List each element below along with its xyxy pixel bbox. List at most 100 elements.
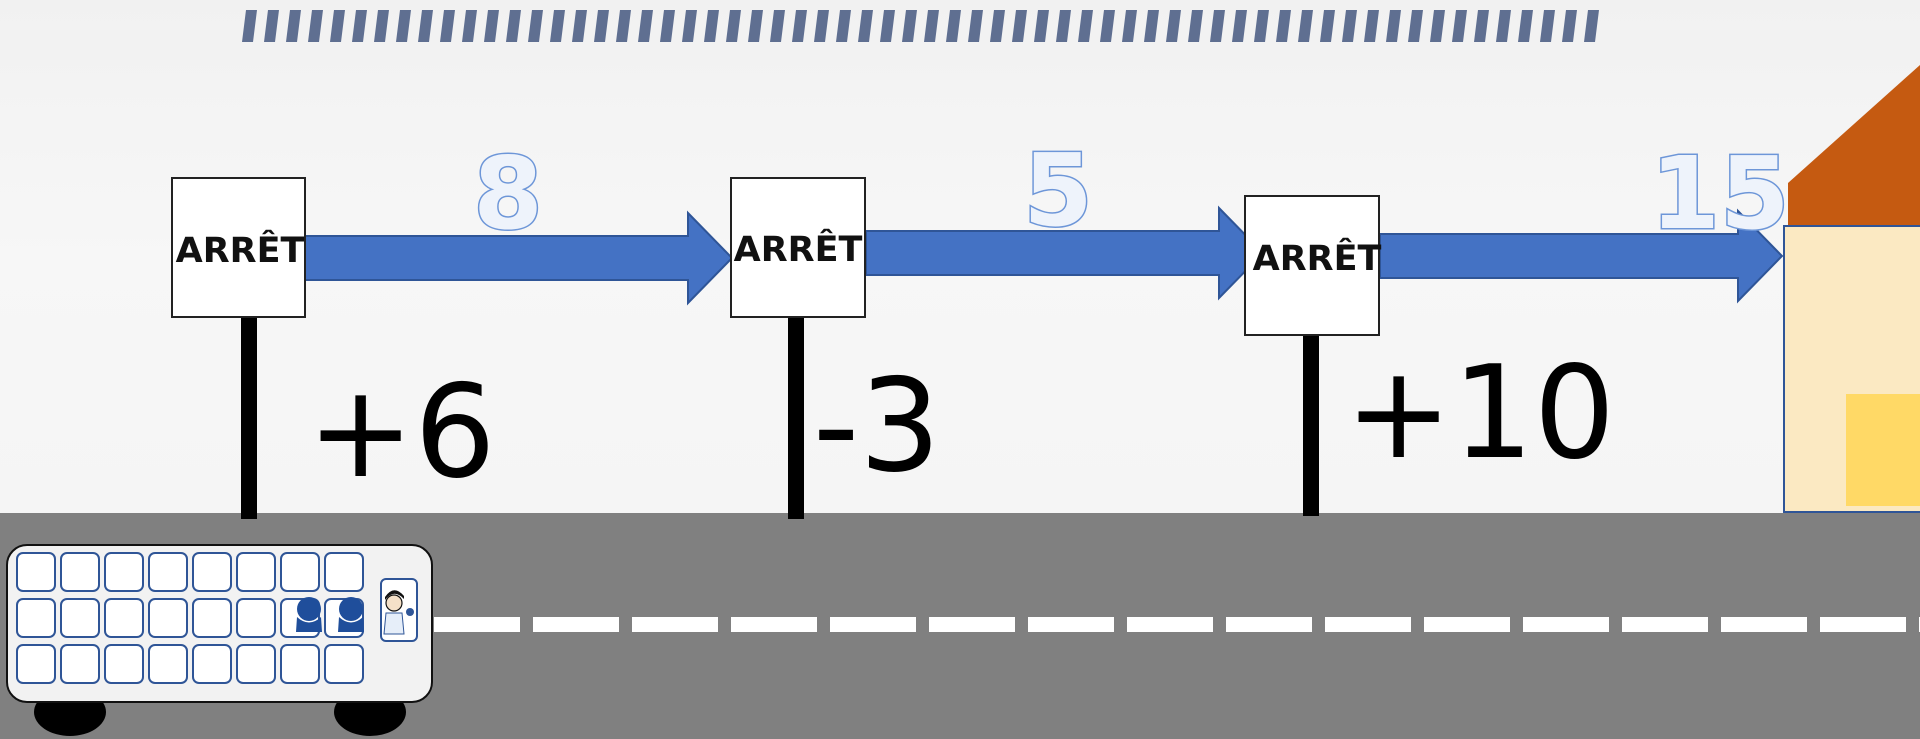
passenger-silhouette-icon (296, 597, 322, 632)
lane-dash (1424, 617, 1510, 632)
stripe (704, 10, 719, 42)
stripe (1518, 10, 1533, 42)
bus-seat (60, 598, 100, 638)
stripe (1012, 10, 1027, 42)
passenger-count-label: 5 (1023, 132, 1093, 249)
stripe (528, 10, 543, 42)
bus-seat (16, 644, 56, 684)
bus-seat (280, 552, 320, 592)
bus-stop-3: ARRÊT +10 (1244, 195, 1615, 516)
bus-seat (280, 644, 320, 684)
stripe (902, 10, 917, 42)
stripe (374, 10, 389, 42)
stripe (880, 10, 895, 42)
lane-dash (830, 617, 916, 632)
bus-seat (192, 644, 232, 684)
passenger-count-label: 15 (1650, 135, 1789, 252)
lane-dash (632, 617, 718, 632)
stripe (484, 10, 499, 42)
arrow-right-icon (299, 210, 734, 306)
stripe (946, 10, 961, 42)
bus-seat (60, 644, 100, 684)
bus-seat (148, 552, 188, 592)
stripe (1254, 10, 1269, 42)
passenger-count-label: 8 (473, 135, 543, 252)
stripe (1474, 10, 1489, 42)
stripe (1078, 10, 1093, 42)
lane-dash (1325, 617, 1411, 632)
bus-seat (16, 552, 56, 592)
stripe (682, 10, 697, 42)
stripe (1452, 10, 1467, 42)
stripe (660, 10, 675, 42)
stripe (1100, 10, 1115, 42)
lane-dash (731, 617, 817, 632)
stripe (242, 10, 257, 42)
stripe (1034, 10, 1049, 42)
stripe (1496, 10, 1511, 42)
bus-stop-pole (1303, 334, 1319, 516)
bus-stop-sign-label: ARRÊT (1253, 237, 1382, 279)
lane-dash (1523, 617, 1609, 632)
bus-seat (236, 644, 276, 684)
stripe (1144, 10, 1159, 42)
lane-dash (533, 617, 619, 632)
passenger-change-label: +6 (307, 358, 496, 507)
lane-dash (1820, 617, 1906, 632)
bus-seat (148, 598, 188, 638)
stripe (792, 10, 807, 42)
bus-stop-2: ARRÊT -3 (730, 177, 941, 519)
bus-seat (104, 552, 144, 592)
bus (6, 544, 433, 736)
bus-stop-sign-label: ARRÊT (176, 229, 305, 271)
stripe (594, 10, 609, 42)
bus-seat (148, 644, 188, 684)
bus-seat (192, 598, 232, 638)
stripe (1540, 10, 1555, 42)
stripe (1584, 10, 1599, 42)
bus-seat (104, 598, 144, 638)
stripe (1166, 10, 1181, 42)
stripe (440, 10, 455, 42)
lane-dash (434, 617, 520, 632)
lane-dash (1622, 617, 1708, 632)
bus-stop-pole (241, 316, 257, 519)
bus-seat (16, 598, 56, 638)
bus-seat (324, 552, 364, 592)
passenger-silhouette-icon (338, 597, 364, 632)
stripe (1342, 10, 1357, 42)
stripe (1232, 10, 1247, 42)
stripe (1298, 10, 1313, 42)
house-roof (1788, 65, 1920, 228)
stripe (286, 10, 301, 42)
stripe (924, 10, 939, 42)
stripe (396, 10, 411, 42)
stripe (352, 10, 367, 42)
bus-stop-sign (171, 177, 306, 318)
bus-stop-sign (730, 177, 866, 318)
arrow-right-icon (865, 205, 1265, 301)
passenger-change-label: -3 (813, 352, 941, 501)
stripe (638, 10, 653, 42)
stripe (308, 10, 323, 42)
stripe (990, 10, 1005, 42)
stripe (330, 10, 345, 42)
bus-stop-pole (788, 316, 804, 519)
stripe (264, 10, 279, 42)
stripe (1408, 10, 1423, 42)
lane-dash (1028, 617, 1114, 632)
bus-seat (60, 552, 100, 592)
bus-seat (192, 552, 232, 592)
lane-dash (1127, 617, 1213, 632)
top-stripes-decoration (242, 10, 1599, 42)
stripe (1562, 10, 1577, 42)
stripe (418, 10, 433, 42)
bus-stop-sign-label: ARRÊT (734, 228, 863, 270)
bus-stop-sign (1244, 195, 1380, 336)
stripe (1122, 10, 1137, 42)
stripe (616, 10, 631, 42)
stripe (1386, 10, 1401, 42)
stripe (726, 10, 741, 42)
